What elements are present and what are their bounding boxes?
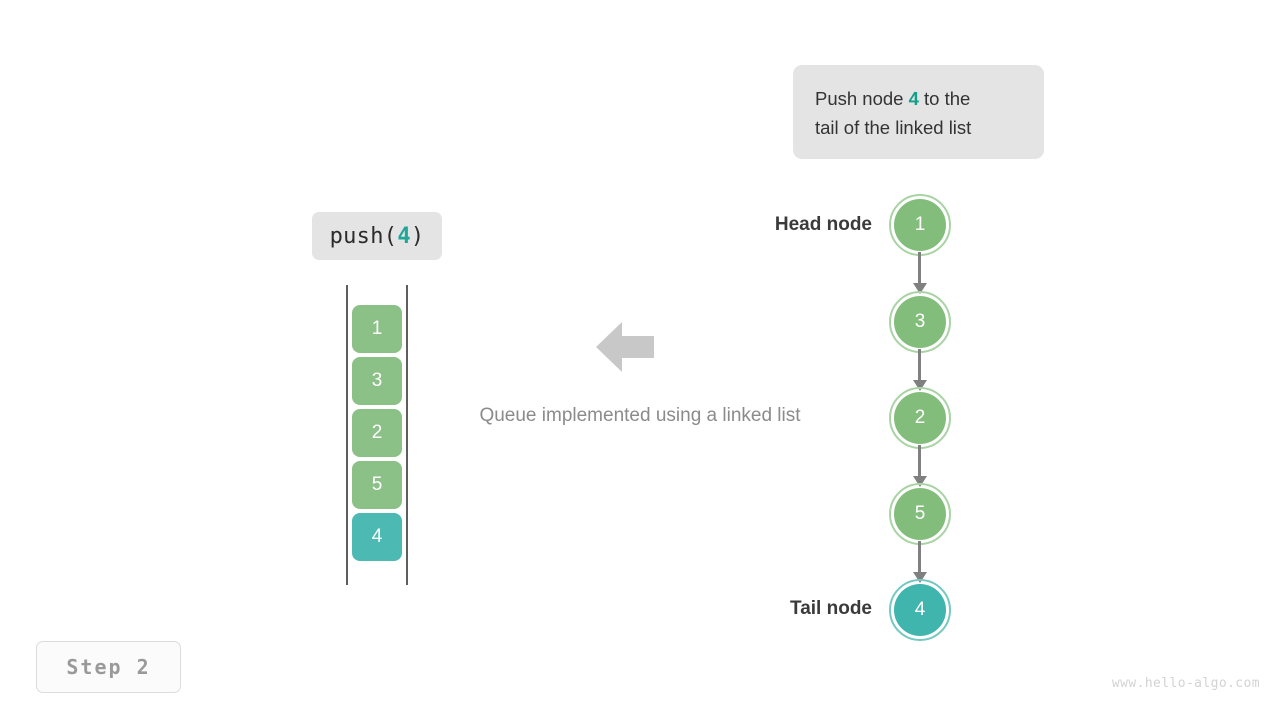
node-disc: 5 <box>894 488 946 540</box>
node-value: 1 <box>914 214 926 235</box>
left-arrow-icon <box>596 321 654 373</box>
linked-list-node: 2 <box>889 387 951 449</box>
array-cell-value: 2 <box>371 422 383 443</box>
array-bracket-left <box>346 285 348 585</box>
node-value: 4 <box>914 599 926 620</box>
array-cell-value: 4 <box>371 526 383 547</box>
callout-highlight-value: 4 <box>908 88 919 109</box>
tail-node-label: Tail node <box>790 598 872 619</box>
queue-array: 1 3 2 5 4 <box>346 285 408 585</box>
callout-line-1: Push node 4 to the <box>815 84 1022 113</box>
node-connector-arrow <box>913 541 927 585</box>
linked-list-node-head: 1 <box>889 194 951 256</box>
callout-text-before: Push node <box>815 88 909 109</box>
head-node-label: Head node <box>774 214 872 235</box>
operation-name: push( <box>329 223 398 249</box>
array-cell: 3 <box>352 357 402 405</box>
array-bracket-right <box>406 285 408 585</box>
node-value: 3 <box>914 311 926 332</box>
linked-list-node: 3 <box>889 291 951 353</box>
node-value: 5 <box>914 503 926 524</box>
node-connector-arrow <box>913 445 927 489</box>
array-cell: 5 <box>352 461 402 509</box>
node-value: 2 <box>914 407 926 428</box>
array-cell-highlighted: 4 <box>352 513 402 561</box>
operation-paren-close: ) <box>410 223 425 249</box>
node-connector-arrow <box>913 349 927 393</box>
linked-list-node: 5 <box>889 483 951 545</box>
array-cell: 1 <box>352 305 402 353</box>
callout-tooltip: Push node 4 to the tail of the linked li… <box>793 65 1044 159</box>
node-disc: 4 <box>894 584 946 636</box>
array-cell: 2 <box>352 409 402 457</box>
array-cell-value: 3 <box>371 370 383 391</box>
callout-line-2: tail of the linked list <box>815 117 972 138</box>
array-cell-list: 1 3 2 5 4 <box>352 305 402 561</box>
callout-text-after: to the <box>918 88 971 109</box>
node-ring <box>889 579 951 641</box>
array-cell-value: 1 <box>371 318 383 339</box>
array-cell-value: 5 <box>371 474 383 495</box>
diagram-caption: Queue implemented using a linked list <box>479 405 801 426</box>
operation-badge: push(4) <box>312 212 442 260</box>
watermark: www.hello-algo.com <box>1111 676 1260 691</box>
operation-argument: 4 <box>397 223 411 249</box>
node-disc: 2 <box>894 392 946 444</box>
node-disc: 1 <box>894 199 946 251</box>
node-disc: 3 <box>894 296 946 348</box>
linked-list-node-tail: 4 <box>889 579 951 641</box>
step-badge: Step 2 <box>36 641 181 693</box>
node-connector-arrow <box>913 252 927 296</box>
